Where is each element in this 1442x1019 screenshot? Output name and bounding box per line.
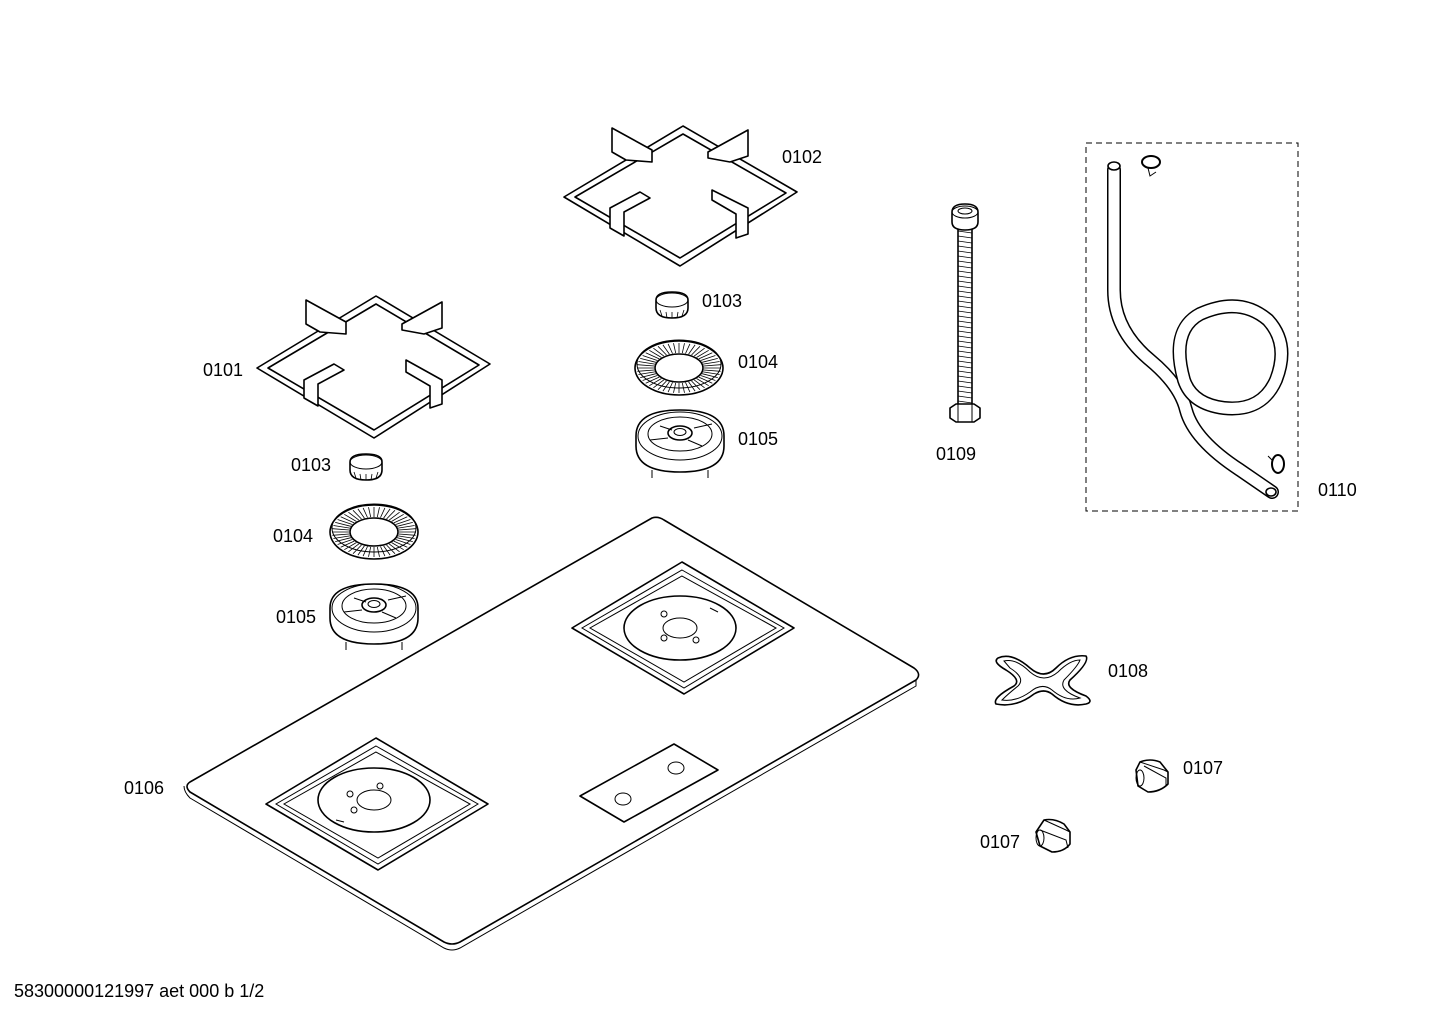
label-0107-upper: 0107 (1183, 758, 1223, 778)
flame-ring-left (329, 503, 419, 560)
label-0107-lower: 0107 (980, 832, 1020, 852)
control-knob-lower (1035, 818, 1071, 853)
drawing-reference: 58300000121997 aet 000 b 1/2 (14, 981, 265, 1001)
rubber-gasket (994, 654, 1091, 706)
gas-connection-pipe (949, 203, 981, 423)
hob-top (183, 516, 920, 951)
burner-body-right (635, 409, 725, 478)
pan-support-left (256, 295, 491, 439)
burner-cap-right (655, 291, 689, 319)
label-0101: 0101 (203, 360, 243, 380)
label-0109: 0109 (936, 444, 976, 464)
label-0102: 0102 (782, 147, 822, 167)
label-0104-left: 0104 (273, 526, 313, 546)
label-0103-right: 0103 (702, 291, 742, 311)
label-0105-left: 0105 (276, 607, 316, 627)
control-knob-upper (1135, 759, 1169, 793)
label-0108: 0108 (1108, 661, 1148, 681)
label-0105-right: 0105 (738, 429, 778, 449)
pan-support-right (563, 125, 798, 267)
label-0106: 0106 (124, 778, 164, 798)
burner-cap-left (349, 453, 383, 481)
label-0104-right: 0104 (738, 352, 778, 372)
label-0110: 0110 (1318, 480, 1357, 500)
label-0103-left: 0103 (291, 455, 331, 475)
burner-body-left (329, 583, 419, 650)
flame-ring-right (634, 339, 724, 396)
flexible-hose-kit (1085, 142, 1299, 512)
